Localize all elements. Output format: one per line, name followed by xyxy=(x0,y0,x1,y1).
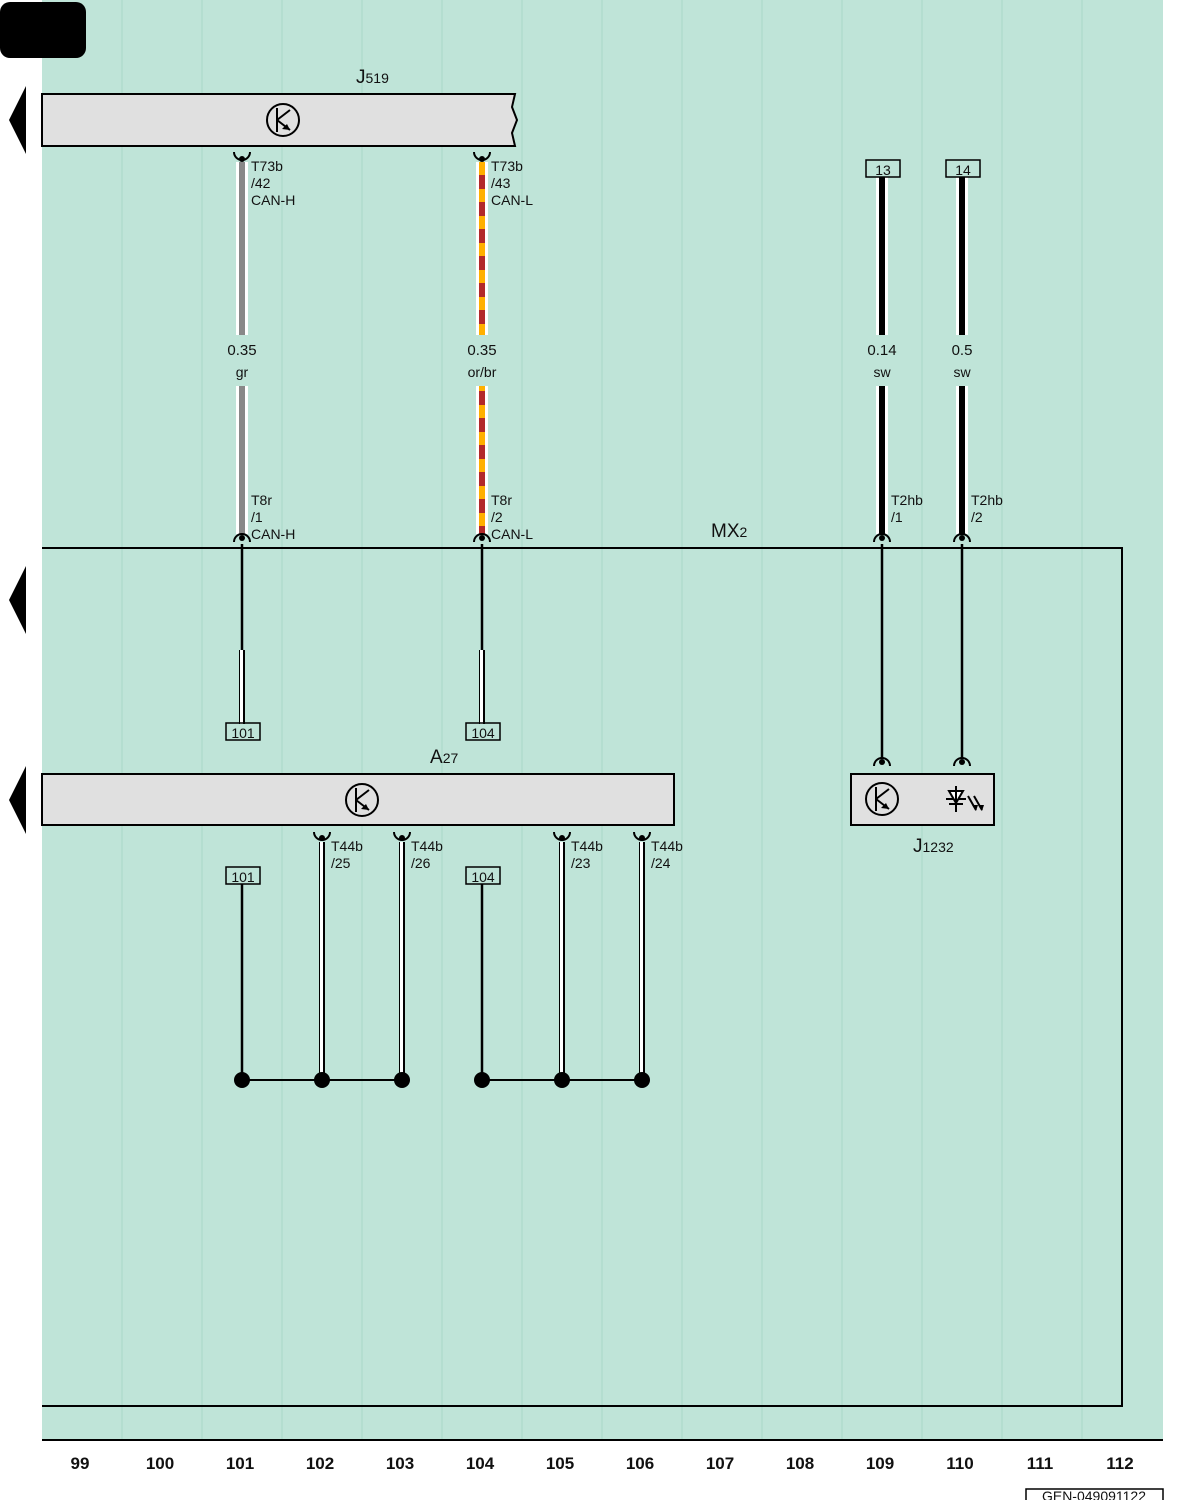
column-numbers: 99 100 101 102 103 104 105 106 107 108 1… xyxy=(71,1454,1134,1473)
continuation-arrow-top[interactable] xyxy=(9,86,26,154)
a27-label: A27 xyxy=(430,747,458,768)
j519-component[interactable] xyxy=(41,93,519,147)
a27-component[interactable] xyxy=(41,773,675,826)
wire-can-h[interactable] xyxy=(236,162,248,534)
ref-box-14[interactable]: 14 xyxy=(945,159,981,178)
ref-box-101-upper[interactable]: 101 xyxy=(225,722,261,741)
page-tab xyxy=(0,2,86,58)
mx2-label: MX2 xyxy=(711,521,748,542)
wire-size-2: 0.14 xyxy=(867,342,896,359)
svg-text:13: 13 xyxy=(875,162,891,178)
pin-label-t73b-43: T73b /43 CAN-L xyxy=(491,158,533,208)
j1232-component[interactable] xyxy=(850,773,995,826)
internal-wire-tails xyxy=(239,650,485,724)
wire-size-0: 0.35 xyxy=(227,342,256,359)
transistor-icon xyxy=(266,103,300,137)
svg-text:101: 101 xyxy=(231,725,255,741)
svg-text:101: 101 xyxy=(231,869,255,885)
pin-label-t44b-23: T44b/23 xyxy=(571,838,603,871)
svg-text:102: 102 xyxy=(306,1454,334,1473)
svg-text:109: 109 xyxy=(866,1454,894,1473)
pin-label-t8r-1: T8r /1 CAN-H xyxy=(251,492,295,542)
svg-text:104: 104 xyxy=(466,1454,495,1473)
wire-can-l[interactable] xyxy=(476,162,488,534)
column-grid xyxy=(121,0,1083,1440)
transistor-icon xyxy=(865,782,899,816)
a27-pin-wires[interactable] xyxy=(319,842,645,1079)
continuation-arrow-middle[interactable] xyxy=(9,566,26,634)
wire-size-3: 0.5 xyxy=(952,342,973,359)
internal-wires xyxy=(240,544,964,758)
ref-wires-lower xyxy=(240,884,484,1079)
wire-size-1: 0.35 xyxy=(467,342,496,359)
wire-color-3: sw xyxy=(953,364,971,380)
mx2-housing xyxy=(42,547,1123,1407)
pin-label-t44b-26: T44b/26 xyxy=(411,838,443,871)
ref-box-13[interactable]: 13 xyxy=(865,159,901,178)
ref-box-104-upper[interactable]: 104 xyxy=(465,722,501,741)
pin-label-t8r-2: T8r /2 CAN-L xyxy=(491,492,533,542)
svg-text:105: 105 xyxy=(546,1454,574,1473)
svg-text:99: 99 xyxy=(71,1454,90,1473)
pin-label-t44b-25: T44b/25 xyxy=(331,838,363,871)
wire-14[interactable] xyxy=(956,177,968,534)
wire-color-2: sw xyxy=(873,364,891,380)
ref-box-104-lower[interactable]: 104 xyxy=(465,866,501,885)
transistor-icon xyxy=(345,783,379,817)
svg-text:108: 108 xyxy=(786,1454,814,1473)
svg-text:104: 104 xyxy=(471,869,495,885)
wire-color-1: or/br xyxy=(468,364,497,380)
ref-box-101-lower[interactable]: 101 xyxy=(225,866,261,885)
document-id: GEN-049091122 xyxy=(1025,1488,1164,1500)
wire-13[interactable] xyxy=(876,177,888,534)
svg-text:106: 106 xyxy=(626,1454,654,1473)
pin-label-t2hb-1: T2hb /1 xyxy=(891,492,927,525)
svg-text:100: 100 xyxy=(146,1454,174,1473)
j1232-label: J1232 xyxy=(913,836,954,857)
svg-text:112: 112 xyxy=(1106,1454,1133,1473)
svg-text:110: 110 xyxy=(946,1454,973,1473)
svg-text:GEN-049091122: GEN-049091122 xyxy=(1042,1488,1146,1500)
pin-label-t2hb-2: T2hb /2 xyxy=(971,492,1007,525)
connector-dots xyxy=(239,156,965,841)
wire-color-0: gr xyxy=(236,364,249,380)
svg-text:104: 104 xyxy=(471,725,495,741)
pin-label-t73b-42: T73b /42 CAN-H xyxy=(251,158,295,208)
j519-label: J519 xyxy=(356,67,389,88)
svg-text:107: 107 xyxy=(706,1454,734,1473)
pin-label-t44b-24: T44b/24 xyxy=(651,838,683,871)
svg-text:103: 103 xyxy=(386,1454,414,1473)
svg-text:101: 101 xyxy=(226,1454,254,1473)
junction-bus xyxy=(234,1072,650,1088)
continuation-arrow-bottom[interactable] xyxy=(9,766,26,834)
svg-text:14: 14 xyxy=(955,162,971,178)
svg-text:111: 111 xyxy=(1027,1454,1054,1473)
